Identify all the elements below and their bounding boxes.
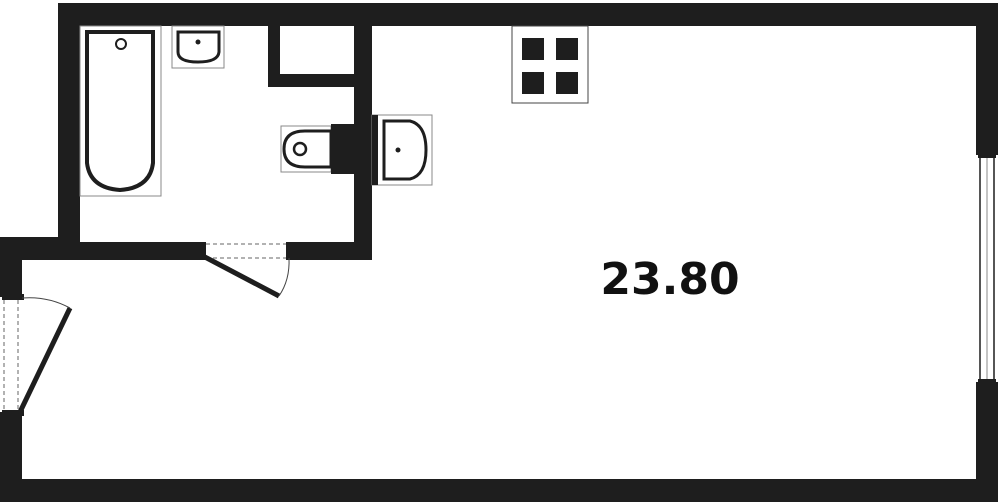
- bathroom-wall-right: [354, 3, 372, 260]
- outer-wall-left-lower: [0, 412, 22, 502]
- stove-icon: [511, 25, 589, 104]
- entrance-door-icon[interactable]: [2, 294, 73, 416]
- outer-wall-right-lower: [976, 382, 998, 502]
- outer-wall-left-bathroom: [58, 3, 80, 260]
- sink-icon: [171, 25, 225, 69]
- walls: [0, 3, 998, 502]
- window-icon: [978, 153, 996, 384]
- outer-wall-left-upper: [0, 237, 22, 297]
- bathroom-wall-bottom-right: [290, 242, 370, 260]
- outer-wall-right-upper: [976, 3, 998, 155]
- burner: [556, 38, 578, 60]
- kitchen-sink-icon: [371, 114, 433, 186]
- duct-wall-bottom: [268, 74, 362, 87]
- bathtub-icon: [79, 25, 162, 197]
- duct-wall-left: [268, 3, 280, 87]
- room-area-label: 23.80: [600, 254, 740, 305]
- toilet-icon: [280, 124, 355, 174]
- burner: [556, 72, 578, 94]
- burner: [522, 38, 544, 60]
- outer-wall-bottom: [0, 479, 998, 502]
- bathroom-door-icon[interactable]: [200, 242, 292, 299]
- burner: [522, 72, 544, 94]
- outer-wall-top: [58, 3, 998, 26]
- bathroom-wall-bottom-left: [58, 242, 204, 260]
